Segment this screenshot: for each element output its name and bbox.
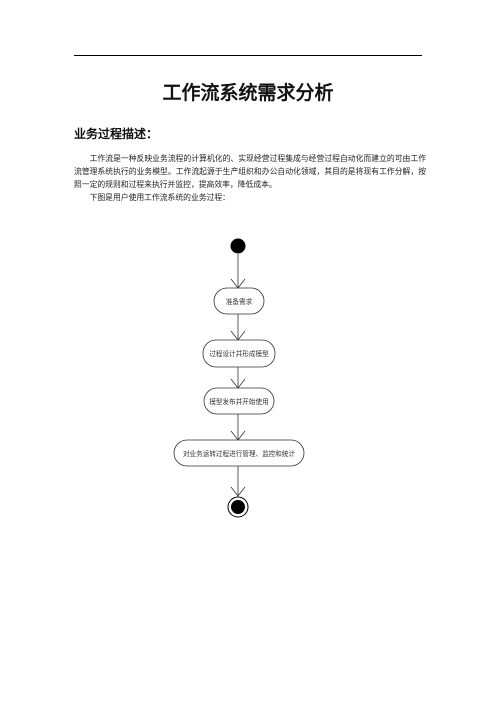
flow-arrow — [230, 414, 246, 441]
activity-design-process-model: 过程设计并形成模型 — [202, 339, 276, 368]
diagram-intro-paragraph: 下图是用户使用工作流系统的业务过程： — [89, 193, 230, 202]
header-rule — [74, 55, 422, 56]
intro-paragraph: 工作流是一种反映业务流程的计算机化的、实现经营过程集成与经营过程自动化而建立的可… — [74, 154, 426, 189]
body-text: 工作流是一种反映业务流程的计算机化的、实现经营过程集成与经营过程自动化而建立的可… — [74, 152, 426, 204]
section-heading: 业务过程描述： — [74, 127, 159, 141]
activity-label: 对业务运转过程进行管理、监控和统计 — [183, 449, 295, 458]
activity-label: 模型发布并开始使用 — [209, 397, 268, 406]
document-title: 工作流系统需求分析 — [162, 82, 334, 104]
flow-arrow — [230, 367, 246, 389]
start-node — [230, 238, 246, 254]
flow-arrow — [230, 254, 246, 289]
activity-prepare-requirements: 准备需求 — [213, 287, 265, 315]
activity-publish-model: 模型发布并开始使用 — [203, 387, 275, 415]
flow-arrow — [230, 466, 246, 497]
activity-label: 准备需求 — [226, 297, 253, 306]
flow-arrow — [230, 314, 246, 341]
activity-label: 过程设计并形成模型 — [209, 349, 269, 358]
activity-manage-monitor-statistics: 对业务运转过程进行管理、监控和统计 — [173, 439, 305, 467]
end-node — [227, 496, 249, 518]
